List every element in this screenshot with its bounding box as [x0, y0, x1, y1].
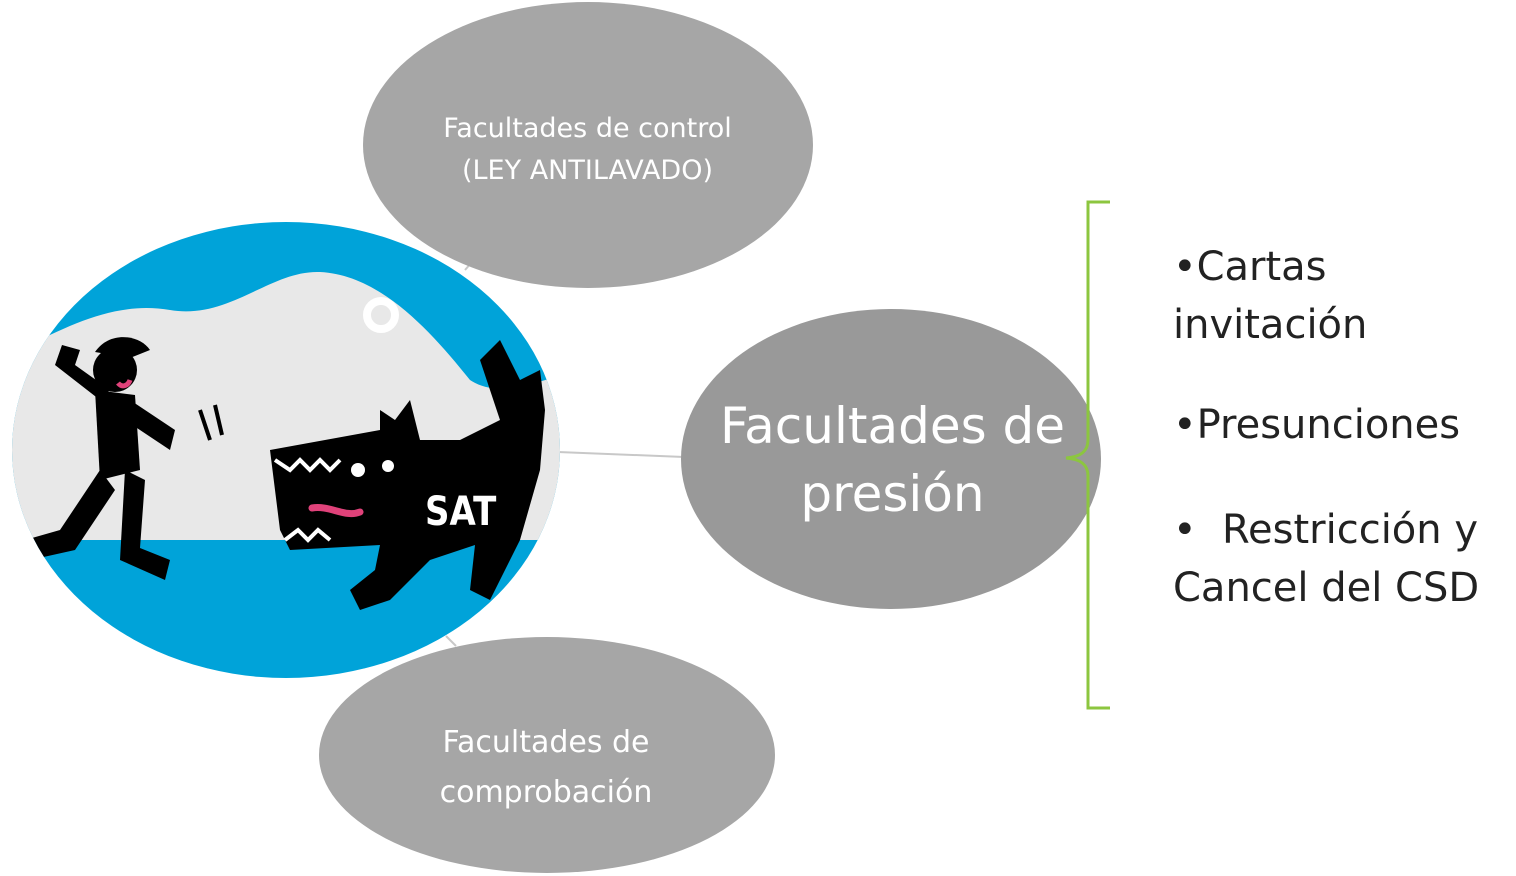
dog-chasing-person-illustration: SAT: [12, 222, 560, 678]
node-presion-label: Facultades de presión: [700, 385, 1085, 535]
sat-badge-text: SAT: [425, 488, 497, 534]
node-comprobacion-ellipse: [319, 637, 775, 873]
bracket: [1065, 200, 1110, 710]
bullet-list: •Cartas invitación •Presunciones • Restr…: [1173, 238, 1513, 617]
bullet-item: •Cartas invitación: [1173, 244, 1368, 348]
node-control-ellipse: [363, 2, 813, 288]
connector-comprobacion: [445, 635, 457, 647]
bullet-item: • Restricción y Cancel del CSD: [1173, 507, 1491, 611]
node-comprobacion-text: Facultades de comprobación: [439, 725, 653, 810]
node-comprobacion-label: Facultades de comprobación: [360, 712, 732, 824]
node-control-label: Facultades de control (LEY ANTILAVADO): [410, 80, 765, 220]
node-presion-text: Facultades de presión: [719, 397, 1066, 523]
bullet-item: •Presunciones: [1173, 402, 1461, 448]
node-presion-ellipse: [681, 309, 1101, 609]
node-control-text: Facultades de control (LEY ANTILAVADO): [443, 113, 732, 186]
connector-presion: [557, 451, 685, 458]
